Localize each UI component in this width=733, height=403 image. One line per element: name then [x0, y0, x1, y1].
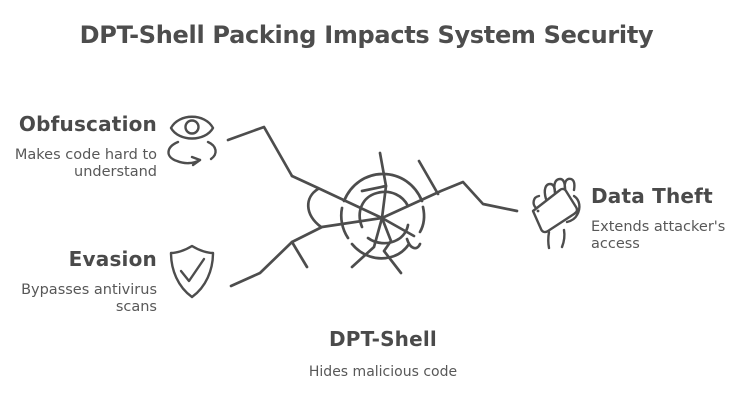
page-title: DPT-Shell Packing Impacts System Securit…: [79, 21, 654, 49]
connector-obfuscation-line: [226, 125, 294, 178]
node-description-obfuscation: Makes code hard to understand: [14, 147, 157, 180]
node-description-dpt-shell: Hides malicious code: [308, 364, 458, 380]
eye-cycle-icon: [167, 115, 217, 167]
shield-check-icon: [169, 244, 215, 299]
node-description-data-theft: Extends attacker's access: [591, 219, 726, 252]
node-label-data-theft: Data Theft: [591, 184, 713, 208]
node-label-dpt-shell: DPT-Shell: [329, 327, 437, 351]
fist-card-icon: [531, 177, 581, 250]
node-label-obfuscation: Obfuscation: [18, 112, 157, 136]
node-label-evasion: Evasion: [68, 247, 157, 271]
node-description-evasion: Bypasses antivirus scans: [21, 282, 157, 315]
shattered-shell-graphic: [290, 151, 440, 275]
